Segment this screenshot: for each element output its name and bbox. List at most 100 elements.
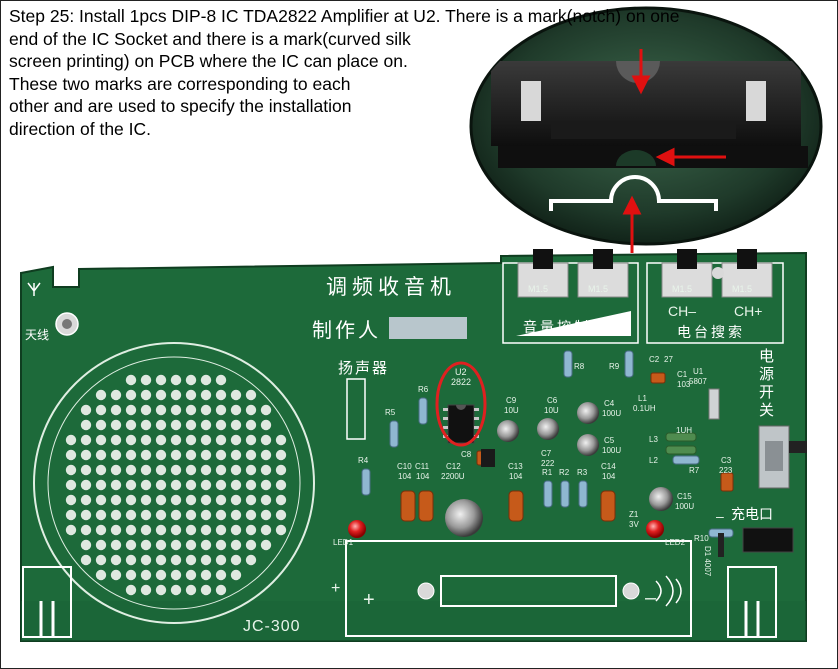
c14-value: 104 [602, 472, 616, 481]
speaker-hole [80, 479, 92, 491]
speaker-hole [260, 494, 272, 506]
caption-line: end of the IC Socket and there is a mark… [9, 28, 411, 49]
speaker-hole [155, 449, 167, 461]
speaker-grille [33, 342, 315, 624]
l1-value: 0.1UH [633, 404, 656, 413]
speaker-hole [155, 389, 167, 401]
leds [348, 520, 664, 538]
speaker-hole [215, 419, 227, 431]
speaker-hole [65, 449, 77, 461]
speaker-hole [110, 434, 122, 446]
c8-label: C8 [461, 450, 472, 459]
speaker-hole [125, 449, 137, 461]
z1-label: Z1 [629, 510, 639, 519]
speaker-hole [125, 404, 137, 416]
speaker-hole [185, 569, 197, 581]
speaker-hole [200, 434, 212, 446]
magnified-inset [469, 6, 823, 253]
model-label: JC-300 [243, 618, 301, 635]
speaker-hole [125, 434, 137, 446]
d1-label: D1 4007 [703, 546, 712, 577]
u2-label: U2 [455, 367, 467, 377]
speaker-hole [200, 554, 212, 566]
l2-label: L2 [649, 456, 658, 465]
speaker-hole [155, 419, 167, 431]
ceramic-capacitors [400, 372, 734, 522]
r2-label: R2 [559, 468, 570, 477]
speaker-hole [275, 524, 287, 536]
speaker-hole [140, 464, 152, 476]
led2-label: LED2 [665, 538, 686, 547]
c14-label: C14 [601, 462, 616, 471]
speaker-hole [170, 569, 182, 581]
speaker-hole [260, 449, 272, 461]
speaker-hole [245, 464, 257, 476]
speaker-hole [125, 569, 137, 581]
minus-sign-2: – [716, 508, 724, 524]
speaker-hole [230, 404, 242, 416]
speaker-hole [65, 434, 77, 446]
speaker-hole [245, 509, 257, 521]
speaker-hole [200, 449, 212, 461]
power-switch-label-3: 开 [759, 383, 774, 401]
speaker-hole [260, 419, 272, 431]
speaker-hole [185, 494, 197, 506]
plus-sign-1: + [331, 580, 340, 597]
speaker-hole [125, 539, 137, 551]
speaker-hole [95, 434, 107, 446]
r3-label: R3 [577, 468, 588, 477]
ch-minus-label: CH– [668, 303, 696, 319]
z1-value: 3V [629, 520, 639, 529]
speaker-hole [170, 509, 182, 521]
c13-label: C13 [508, 462, 523, 471]
r6-label: R6 [418, 385, 429, 394]
speaker-hole [125, 479, 137, 491]
speaker-hole [95, 449, 107, 461]
speaker-hole [230, 539, 242, 551]
speaker-hole [215, 449, 227, 461]
speaker-hole [110, 539, 122, 551]
speaker-hole [80, 434, 92, 446]
speaker-hole [95, 539, 107, 551]
speaker-hole [125, 389, 137, 401]
speaker-hole [125, 464, 137, 476]
speaker-hole [260, 434, 272, 446]
speaker-hole [170, 434, 182, 446]
c6-value: 10U [544, 406, 559, 415]
speaker-hole [65, 524, 77, 536]
speaker-hole [230, 509, 242, 521]
power-switch-label-2: 源 [759, 365, 774, 383]
c6-label: C6 [547, 396, 558, 405]
u1-label: U1 [693, 367, 704, 376]
speaker-hole [245, 404, 257, 416]
c4-label: C4 [604, 399, 615, 408]
c3-value: 223 [719, 466, 733, 475]
tuning-label: 电台搜索 [677, 324, 745, 341]
c9-value: 10U [504, 406, 519, 415]
speaker-hole [260, 539, 272, 551]
speaker-hole [230, 419, 242, 431]
speaker-hole [110, 464, 122, 476]
speaker-hole [200, 524, 212, 536]
speaker-hole [80, 509, 92, 521]
speaker-hole [155, 539, 167, 551]
speaker-hole [260, 404, 272, 416]
antenna-label: 天线 [25, 328, 49, 342]
speaker-hole [245, 389, 257, 401]
speaker-hole [95, 419, 107, 431]
speaker-hole [200, 374, 212, 386]
speaker-hole [170, 494, 182, 506]
speaker-hole [215, 404, 227, 416]
instruction-caption: Step 25: Install 1pcs DIP-8 IC TDA2822 A… [9, 5, 835, 140]
speaker-hole [155, 434, 167, 446]
speaker-hole [215, 569, 227, 581]
r7-label: R7 [689, 466, 700, 475]
r1-label: R1 [542, 468, 553, 477]
caption-line: Step 25: Install 1pcs DIP-8 IC TDA2822 A… [9, 6, 680, 26]
speaker-hole [200, 509, 212, 521]
speaker-hole [155, 569, 167, 581]
button-label: M1.5 [672, 284, 692, 294]
speaker-hole [245, 524, 257, 536]
speaker-hole [155, 524, 167, 536]
